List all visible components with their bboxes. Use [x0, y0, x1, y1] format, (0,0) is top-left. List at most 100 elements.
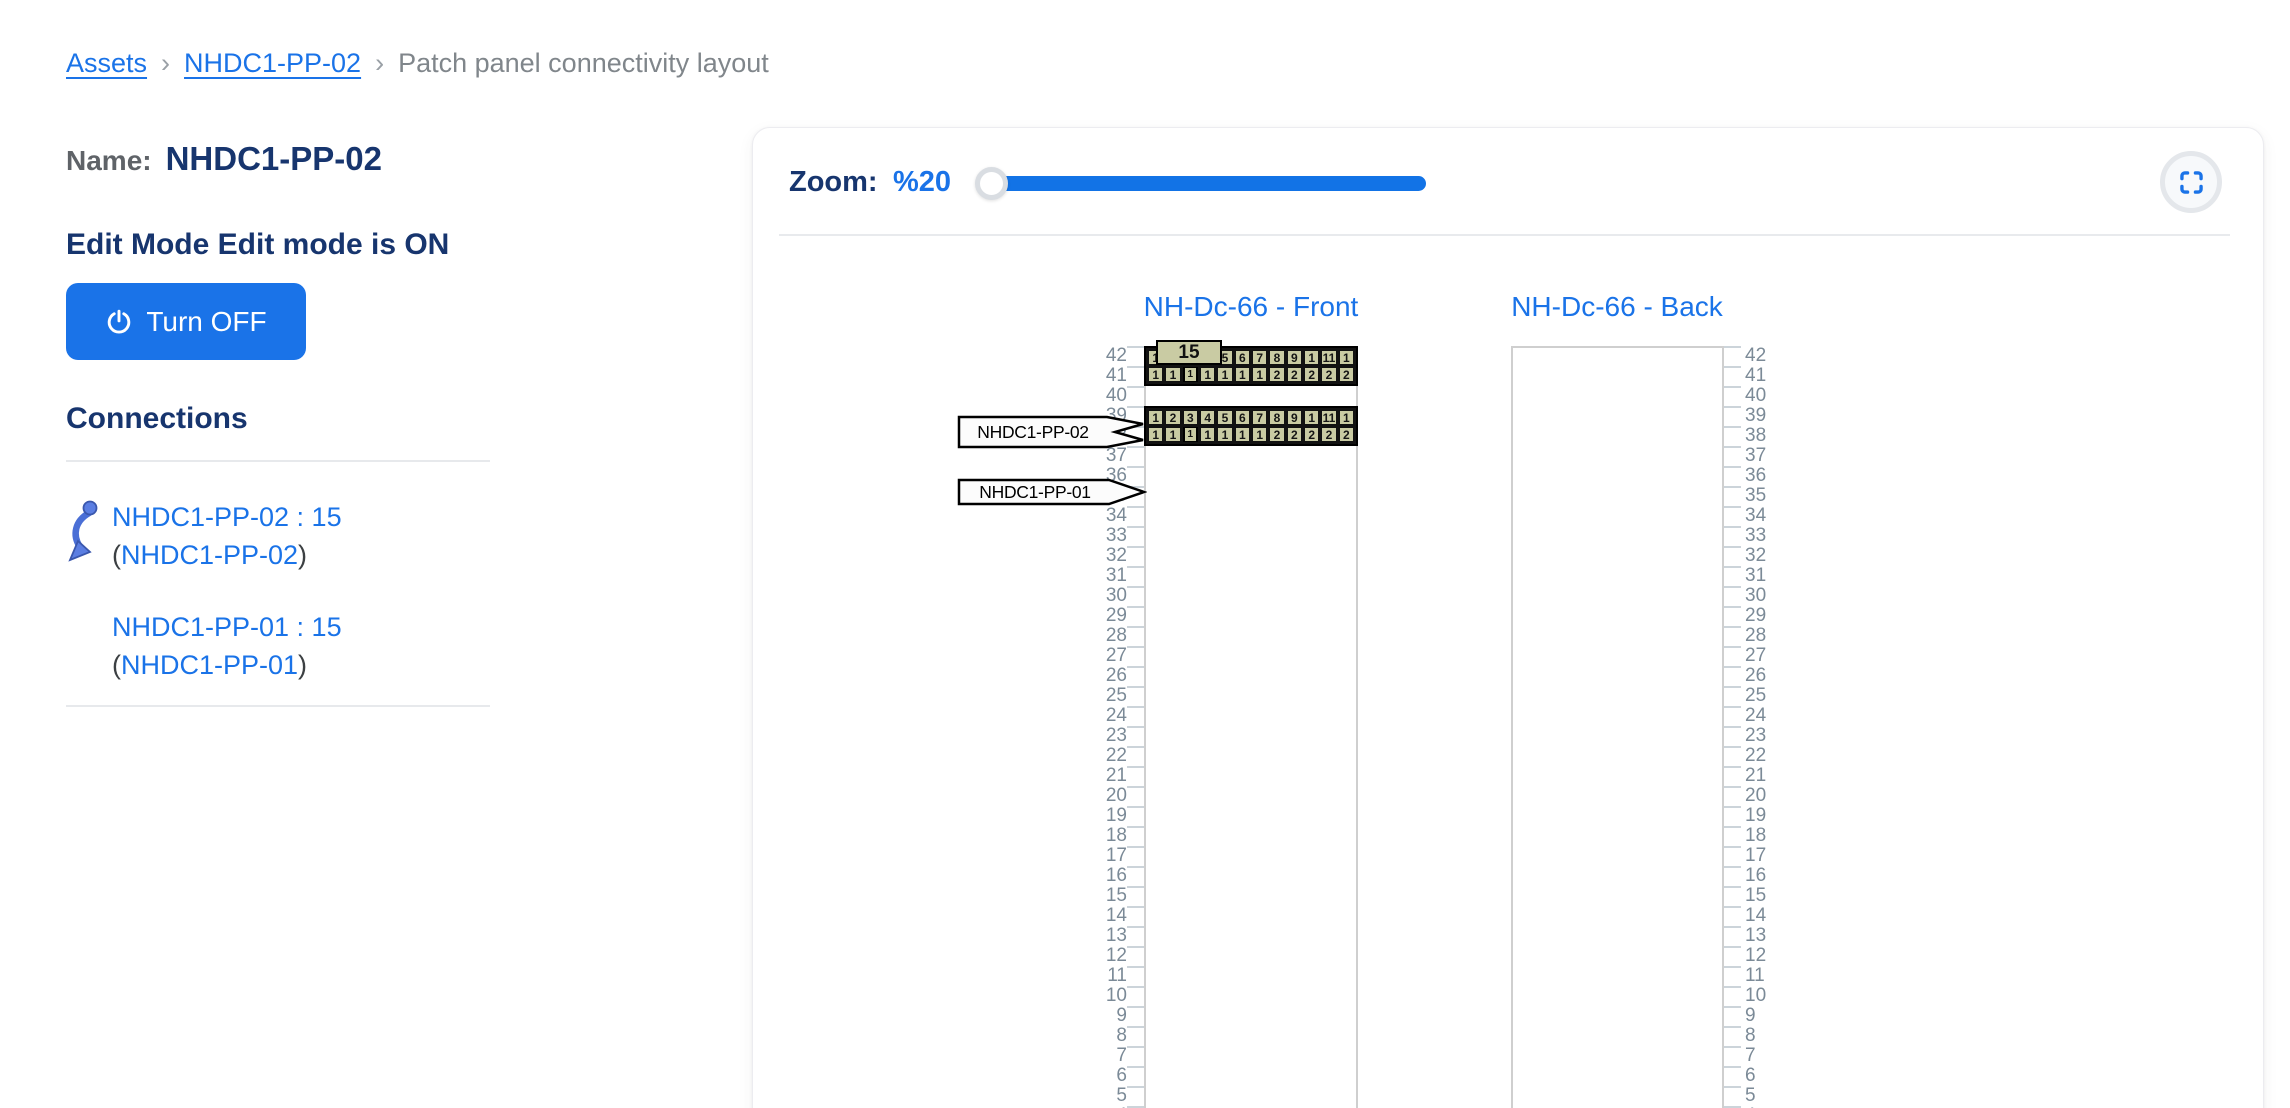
- patch-port[interactable]: 1: [1338, 350, 1354, 365]
- patch-port[interactable]: 1: [1303, 350, 1320, 365]
- rack-unit-number: 29: [1105, 605, 1127, 626]
- patch-port[interactable]: 2: [1269, 427, 1285, 442]
- connection-asset-link[interactable]: NHDC1-PP-02: [121, 540, 299, 570]
- connection-port-link[interactable]: NHDC1-PP-01 : 15: [112, 612, 342, 642]
- patch-port[interactable]: 9: [1286, 350, 1302, 365]
- rack-unit-tick: [1127, 728, 1144, 748]
- zoom-slider-thumb[interactable]: [975, 167, 1008, 200]
- rack-unit-number: 41: [1105, 365, 1127, 386]
- patch-port[interactable]: 1: [1148, 367, 1164, 382]
- rack-unit-tick: [1127, 568, 1144, 588]
- rack-unit-tick: [1724, 648, 1741, 668]
- patch-port[interactable]: 1: [1148, 427, 1164, 442]
- patch-port[interactable]: 1: [1338, 410, 1354, 425]
- rack-unit-tick: [1127, 428, 1144, 448]
- patch-port[interactable]: 2: [1338, 427, 1354, 442]
- rack-unit-tick: [1127, 628, 1144, 648]
- patch-port[interactable]: 6: [1234, 350, 1250, 365]
- patch-port[interactable]: 1: [1251, 367, 1268, 382]
- rack-unit-tick: [1127, 868, 1144, 888]
- patch-port[interactable]: 1: [1234, 427, 1250, 442]
- rack-unit-tick: [1724, 968, 1741, 988]
- patch-port[interactable]: 2: [1286, 367, 1302, 382]
- zoom-slider[interactable]: [986, 176, 1426, 191]
- patch-port[interactable]: 4: [1199, 410, 1216, 425]
- patch-port[interactable]: 7: [1251, 410, 1268, 425]
- rack-unit-number: 25: [1745, 685, 1767, 706]
- patch-port[interactable]: 9: [1286, 410, 1302, 425]
- patch-port[interactable]: 1: [1199, 427, 1216, 442]
- patch-port[interactable]: 3: [1182, 410, 1198, 425]
- fullscreen-button[interactable]: [2160, 151, 2222, 213]
- rack-unit-number: 10: [1105, 985, 1127, 1006]
- rack-unit-number: 7: [1745, 1045, 1756, 1066]
- rack-unit-tick: [1724, 448, 1741, 468]
- patch-port[interactable]: 11: [1321, 410, 1337, 425]
- rack-unit-tick: [1127, 448, 1144, 468]
- turn-off-label: Turn OFF: [146, 305, 267, 337]
- patch-port[interactable]: 8: [1269, 410, 1285, 425]
- patch-port[interactable]: 2: [1286, 427, 1302, 442]
- rack-unit-tick: [1724, 848, 1741, 868]
- rack-unit-tick: [1127, 708, 1144, 728]
- patch-port-selected[interactable]: 1: [1182, 367, 1198, 382]
- rack-unit-number: 31: [1105, 565, 1127, 586]
- patch-port[interactable]: 1: [1234, 367, 1250, 382]
- patch-port[interactable]: 1: [1165, 367, 1181, 382]
- patch-port[interactable]: 2: [1338, 367, 1354, 382]
- patch-port[interactable]: 8: [1269, 350, 1285, 365]
- rack-unit-tick: [1724, 568, 1741, 588]
- patch-port[interactable]: 2: [1165, 410, 1181, 425]
- rack-unit-number: 41: [1745, 365, 1767, 386]
- rack-unit-number: 16: [1745, 865, 1767, 886]
- patch-port[interactable]: 1: [1251, 427, 1268, 442]
- patch-port[interactable]: 6: [1234, 410, 1250, 425]
- rack-unit-number: 19: [1105, 805, 1127, 826]
- rack-unit-tick: [1724, 588, 1741, 608]
- patch-port[interactable]: 5: [1217, 410, 1233, 425]
- patch-port[interactable]: 1: [1303, 410, 1320, 425]
- patch-port[interactable]: 7: [1251, 350, 1268, 365]
- rack-unit-number: 21: [1745, 765, 1767, 786]
- rack-unit-tick: [1127, 908, 1144, 928]
- rack-unit-number: 36: [1745, 465, 1767, 486]
- rack-unit-tick: [1724, 428, 1741, 448]
- breadcrumb-asset-link[interactable]: NHDC1-PP-02: [184, 48, 362, 78]
- connections-divider-bottom: [66, 705, 490, 707]
- panel-label-nhdc1-pp-02[interactable]: NHDC1-PP-02: [957, 415, 1147, 454]
- patch-port[interactable]: 1: [1217, 367, 1233, 382]
- rack-unit-number: 20: [1105, 785, 1127, 806]
- rack-unit-number: 38: [1745, 425, 1767, 446]
- patch-port[interactable]: 2: [1321, 367, 1337, 382]
- connection-asset-link[interactable]: NHDC1-PP-01: [121, 650, 299, 680]
- rack-unit-number: 23: [1105, 725, 1127, 746]
- turn-off-button[interactable]: Turn OFF: [66, 283, 306, 360]
- rack-front-box: [1144, 346, 1358, 1108]
- patch-port[interactable]: 2: [1303, 367, 1320, 382]
- rack-unit-number: 24: [1745, 705, 1767, 726]
- rack-unit-number: 5: [1745, 1085, 1756, 1106]
- fullscreen-icon: [2178, 169, 2205, 196]
- rack-unit-tick: [1724, 468, 1741, 488]
- rack-unit-number: 22: [1745, 745, 1767, 766]
- patch-port[interactable]: 11: [1321, 350, 1337, 365]
- rack-unit-number: 11: [1107, 965, 1127, 986]
- patch-port[interactable]: 2: [1303, 427, 1320, 442]
- patch-port[interactable]: 1: [1148, 410, 1164, 425]
- rack-unit-tick: [1724, 488, 1741, 508]
- rack-unit-number: 33: [1745, 525, 1767, 546]
- rack-unit-tick: [1724, 708, 1741, 728]
- rack-unit-tick: [1127, 968, 1144, 988]
- patch-port[interactable]: 2: [1321, 427, 1337, 442]
- patch-port[interactable]: 1: [1165, 427, 1181, 442]
- patch-port[interactable]: 1: [1199, 367, 1216, 382]
- breadcrumb-assets-link[interactable]: Assets: [66, 48, 148, 78]
- connection-port-link[interactable]: NHDC1-PP-02 : 15: [112, 502, 342, 532]
- patch-port[interactable]: 1: [1217, 427, 1233, 442]
- rack-unit-tick: [1724, 868, 1741, 888]
- patch-port[interactable]: 2: [1269, 367, 1285, 382]
- panel-label-nhdc1-pp-01[interactable]: NHDC1-PP-01: [957, 478, 1148, 511]
- rack-unit-number: 12: [1105, 945, 1127, 966]
- patch-port-selected[interactable]: 1: [1182, 427, 1198, 442]
